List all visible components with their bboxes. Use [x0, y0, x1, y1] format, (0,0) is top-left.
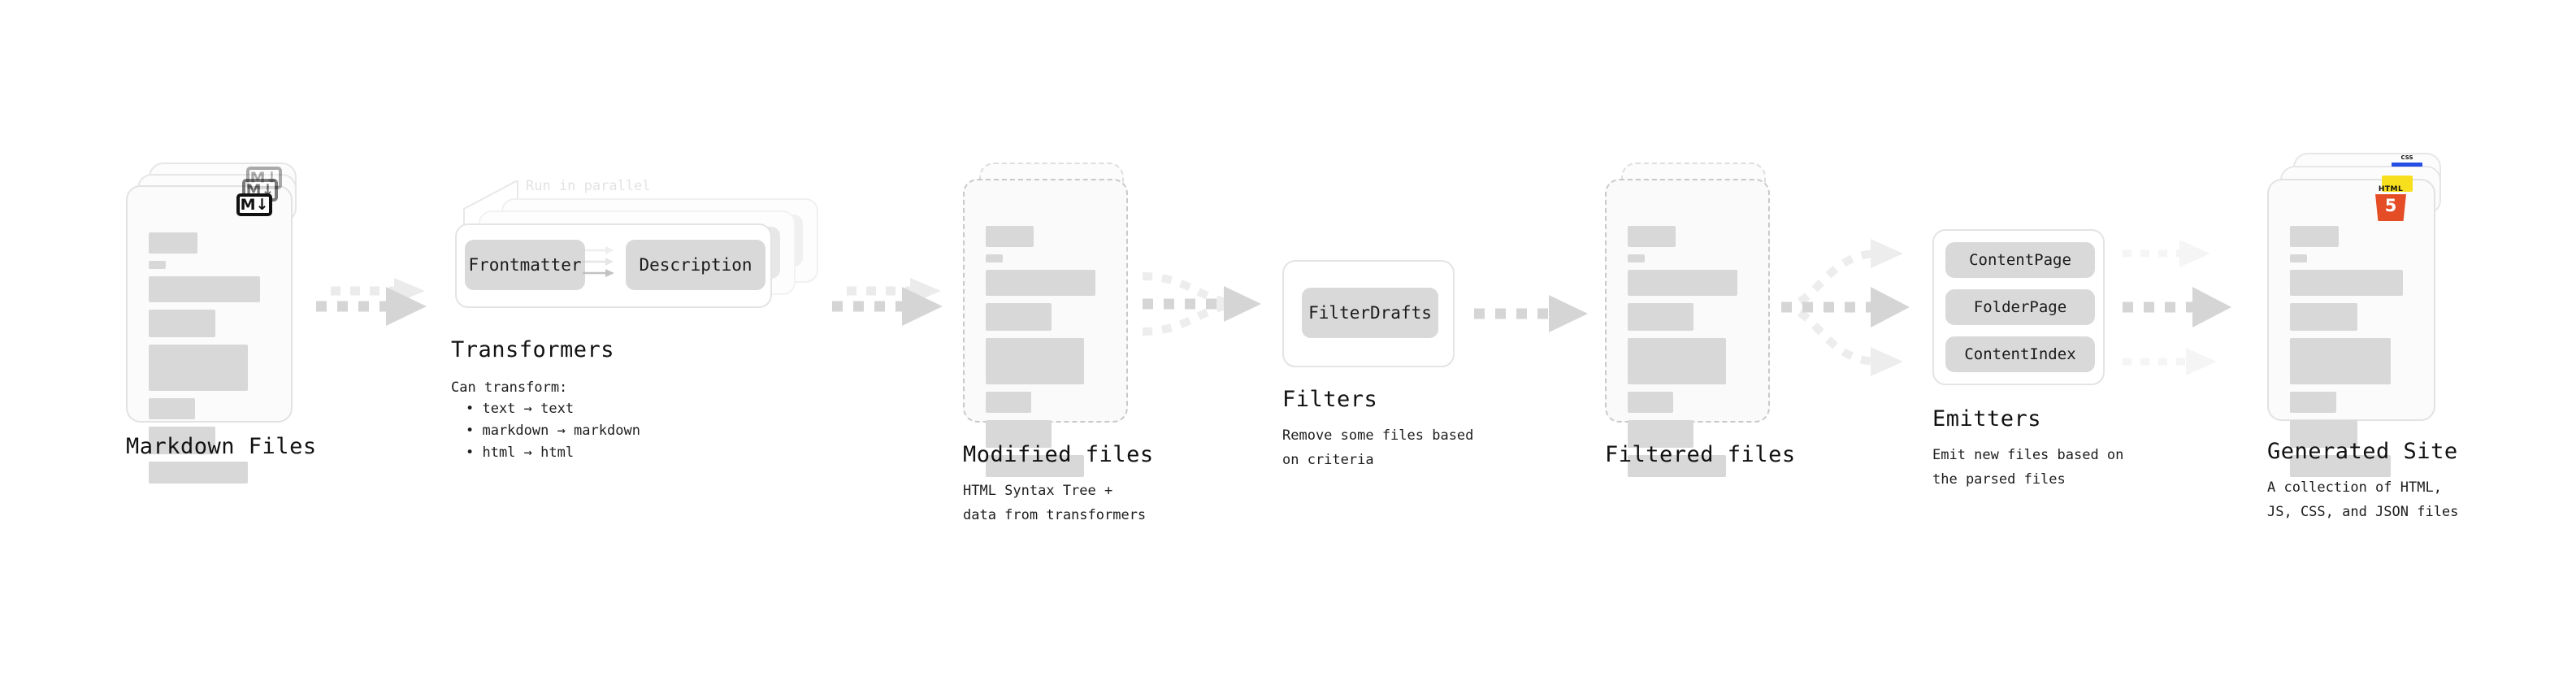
css-icon: CSS	[2392, 154, 2422, 167]
run-in-parallel-leader	[463, 180, 518, 230]
caption-transformers: Transformers	[451, 337, 615, 362]
caption-generated-site: Generated Site	[2267, 439, 2458, 464]
modified-file-stack	[963, 163, 1134, 477]
subtext-emitters: Emit new files based on the parsed files	[1932, 447, 2124, 488]
chip-description[interactable]: Description	[626, 240, 765, 290]
stage-modified-files: Modified files HTML Syntax Tree + data f…	[963, 163, 1153, 523]
filtered-file-stack	[1605, 163, 1776, 477]
arrow-markdown-to-transformers	[316, 278, 427, 326]
markdown-doc-lines	[149, 232, 270, 491]
arrow-filters-to-filtered	[1474, 295, 1588, 332]
filtered-card-front	[1605, 179, 1770, 477]
js-icon	[2382, 176, 2413, 192]
subtext-modified-files: HTML Syntax Tree + data from transformer…	[963, 483, 1147, 523]
bullet-html-transform: • html → html	[466, 445, 575, 461]
caption-markdown-files: Markdown Files	[126, 434, 317, 459]
caption-filtered-files: Filtered files	[1605, 442, 1796, 467]
filtered-doc-lines	[1628, 226, 1747, 484]
transformer-inner-arrows	[583, 246, 614, 277]
emitters-box: ContentPage FolderPage ContentIndex	[1932, 229, 2105, 385]
arrow-transformers-to-modified	[832, 278, 943, 326]
chip-filterdrafts[interactable]: FilterDrafts	[1302, 288, 1438, 338]
caption-modified-files: Modified files	[963, 442, 1154, 467]
stage-generated-site: CSS HTML 5 Generated Site A collection o…	[2267, 153, 2458, 520]
arrow-filtered-to-emitters	[1780, 239, 1910, 376]
chip-frontmatter[interactable]: Frontmatter	[465, 240, 585, 290]
modified-card-front	[963, 179, 1128, 477]
chip-contentindex[interactable]: ContentIndex	[1945, 336, 2095, 372]
caption-filters: Filters	[1282, 387, 1378, 412]
subtext-generated-site: A collection of HTML, JS, CSS, and JSON …	[2267, 479, 2459, 520]
site-file-stack: CSS HTML 5	[2267, 153, 2442, 477]
arrow-modified-to-filters	[1142, 272, 1261, 336]
stage-filtered-files: Filtered files	[1605, 163, 1795, 477]
bullet-markdown-transform: • markdown → markdown	[466, 423, 640, 439]
markdown-icon: M↓	[236, 193, 272, 216]
subtext-transformers: Can transform:	[451, 380, 568, 396]
annotation-run-in-parallel: Run in parallel	[526, 178, 651, 194]
subtext-filters: Remove some files based on criteria	[1282, 427, 1474, 468]
chip-contentpage[interactable]: ContentPage	[1945, 242, 2095, 278]
arrow-emitters-to-site	[2123, 240, 2231, 375]
transformer-box-front: Frontmatter Description	[455, 223, 772, 308]
chip-folderpage[interactable]: FolderPage	[1945, 289, 2095, 325]
caption-emitters: Emitters	[1932, 406, 2042, 432]
site-doc-lines	[2290, 226, 2413, 484]
modified-doc-lines	[986, 226, 1105, 484]
markdown-card-front	[126, 185, 293, 484]
markdown-file-stack: M↓ M↓ M↓	[126, 163, 297, 484]
bullet-text-transform: • text → text	[466, 401, 575, 417]
html5-icon: HTML 5	[2375, 185, 2406, 221]
site-card-front	[2267, 179, 2435, 477]
filters-box: FilterDrafts	[1282, 260, 1455, 367]
stage-markdown-files: M↓ M↓ M↓ Markdown Files	[126, 163, 316, 484]
